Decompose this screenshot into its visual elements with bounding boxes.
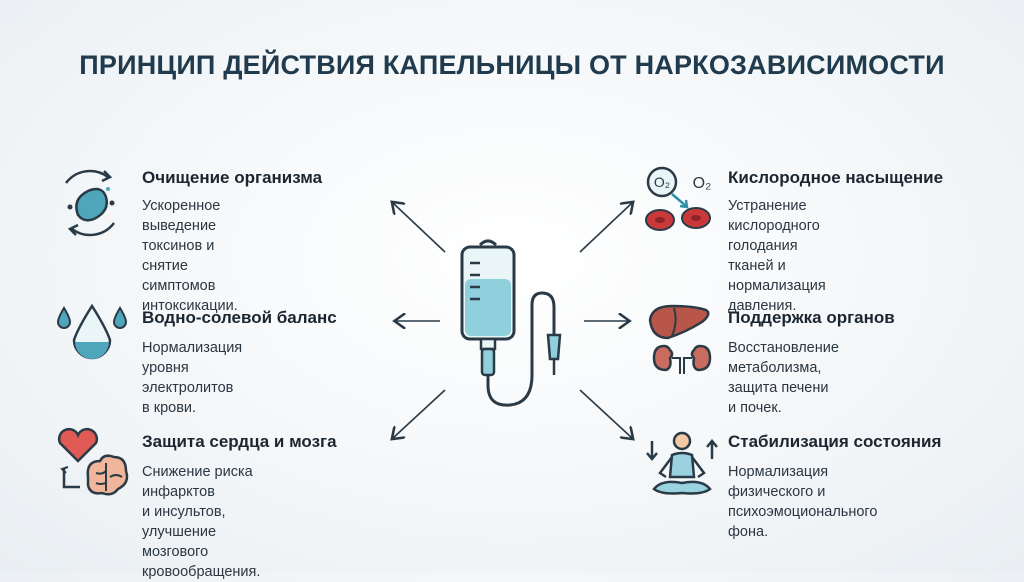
arrow-bottom-right xyxy=(579,389,632,438)
item-heading: Защита сердца и мозга xyxy=(142,432,337,451)
water-drops-icon xyxy=(56,303,128,360)
item-description: Ускоренное выведение токсинов и снятие с… xyxy=(142,198,238,314)
o2-label: O₂ xyxy=(654,174,670,190)
o2-label: O₂ xyxy=(693,175,712,192)
heart-brain-icon xyxy=(57,427,129,496)
item-description: Нормализация физического и психоэмоциона… xyxy=(728,464,878,540)
item-description: Снижение риска инфарктов и инсультов, ул… xyxy=(142,464,261,580)
page-title: ПРИНЦИП ДЕЙСТВИЯ КАПЕЛЬНИЦЫ ОТ НАРКОЗАВИ… xyxy=(79,50,945,80)
liver-detox-icon xyxy=(65,169,115,237)
item-description: Нормализация уровня электролитов в крови… xyxy=(142,340,243,416)
item-description: Восстановление метаболизма, защита печен… xyxy=(728,340,839,416)
meditation-icon xyxy=(646,431,718,495)
item-heading: Поддержка органов xyxy=(728,308,895,327)
item-heading: Очищение организма xyxy=(142,168,323,187)
liver-kidneys-icon xyxy=(648,304,712,374)
item-description: Устранение кислородного голодания тканей… xyxy=(728,198,826,314)
item-heading: Водно-солевой баланс xyxy=(142,308,337,327)
oxygen-blood-cells-icon: O₂ O₂ xyxy=(645,166,712,231)
arrow-top-left xyxy=(393,203,446,253)
item-heading: Кислородное насыщение xyxy=(728,168,944,187)
item-heading: Стабилизация состояния xyxy=(728,432,942,451)
iv-drip-icon xyxy=(460,239,562,407)
arrow-bottom-left xyxy=(393,389,446,438)
arrow-top-right xyxy=(579,203,632,253)
